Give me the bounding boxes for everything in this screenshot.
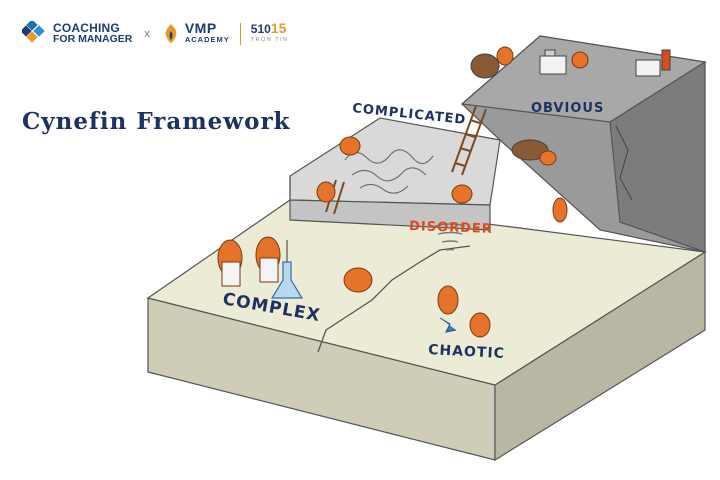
page-title: Cynefin Framework (22, 108, 291, 135)
label-obvious: OBVIOUS (531, 101, 604, 116)
flask-icon (270, 240, 304, 299)
coaching-diamond-icon (22, 21, 45, 43)
brand-number-b: 10 (257, 21, 271, 36)
logo-separator: x (144, 28, 150, 40)
brand-number-a: 5 (250, 21, 258, 36)
sack-icon (470, 53, 549, 161)
cliff-side (609, 60, 706, 253)
floor-crack (317, 245, 471, 353)
header-logos: COACHING FOR MANAGER x VMP ACADEMY 51015… (22, 14, 289, 54)
creature-icon (217, 46, 589, 338)
complicated-front (289, 176, 491, 231)
vmp-logo[interactable]: VMP ACADEMY (162, 20, 230, 45)
vmp-line1: VMP (184, 20, 217, 36)
coaching-logo[interactable]: COACHING FOR MANAGER (22, 21, 132, 47)
logo-divider (239, 23, 241, 45)
brand-subtext: TRỌN TÌN (250, 36, 289, 43)
machine-icon (539, 49, 671, 77)
coaching-line2: FOR MANAGER (53, 33, 133, 45)
cliff-crack (615, 125, 633, 201)
brand-number-c: 15 (270, 19, 287, 36)
brand-number: 51015 (250, 19, 289, 36)
tornado-icon (434, 223, 466, 251)
maze-scribble (344, 149, 434, 194)
vmp-line2: ACADEMY (184, 35, 230, 44)
label-chaotic: CHAOTIC (428, 342, 505, 362)
vmp-flame-icon (165, 24, 177, 43)
brand-51015-logo[interactable]: 51015 TRỌN TÌN (250, 19, 289, 46)
coaching-line1: COACHING (53, 21, 120, 35)
label-disorder: DISORDER (409, 219, 493, 237)
splash-icon (439, 317, 457, 333)
